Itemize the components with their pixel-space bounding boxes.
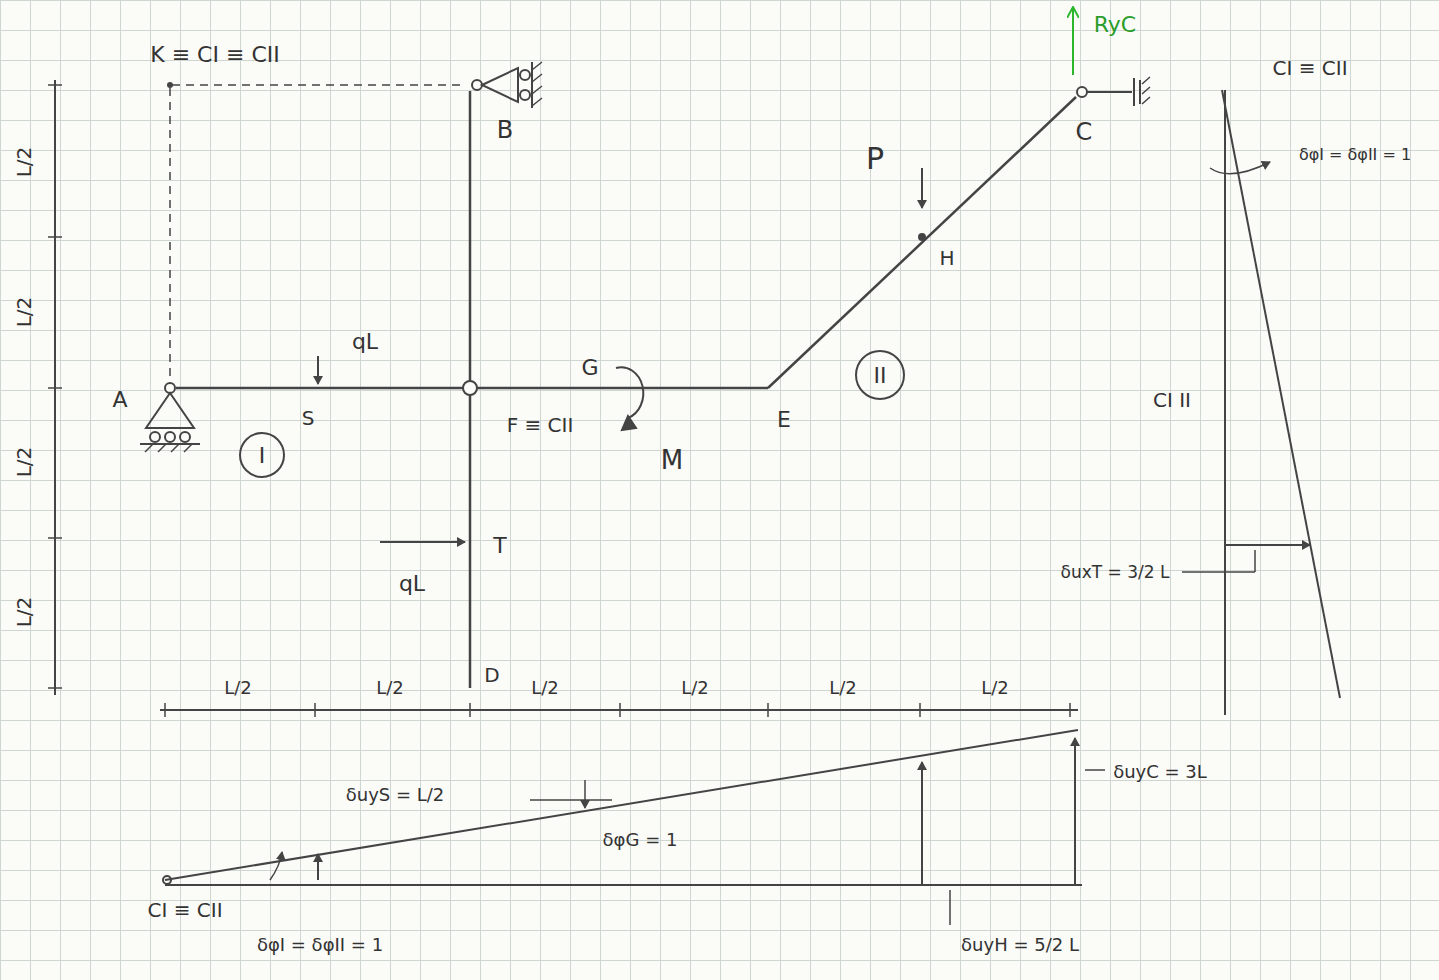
rotation-label: δφI = δφII = 1 — [1299, 146, 1411, 164]
point-label: F ≡ CII — [507, 414, 574, 436]
rotation-label: δφG = 1 — [603, 830, 678, 850]
point-label: H — [939, 247, 954, 269]
center-label: CI ≡ CII — [1272, 57, 1347, 79]
dimension-label: L/2 — [681, 678, 709, 698]
dimension-label: L/2 — [981, 678, 1009, 698]
dimension-label: L/2 — [13, 447, 35, 478]
point-label: D — [484, 664, 499, 686]
load-label: P — [866, 142, 884, 175]
rotation-label: δφI = δφII = 1 — [257, 935, 383, 955]
point-label: K ≡ CI ≡ CII — [150, 43, 279, 67]
dimension-label: L/2 — [13, 147, 35, 178]
dimension-label: L/2 — [829, 678, 857, 698]
displacement-label: δuyC = 3L — [1113, 762, 1207, 782]
body-number: II — [874, 363, 887, 388]
point-label: E — [777, 408, 791, 432]
point-label: C — [1076, 119, 1093, 145]
dimension-label: L/2 — [13, 297, 35, 328]
displacement-label: δuyS = L/2 — [346, 785, 445, 805]
body-number-circle: I — [239, 432, 285, 478]
displacement-label: δuyH = 5/2 L — [961, 935, 1079, 955]
dimension-label: L/2 — [531, 678, 559, 698]
dimension-label: L/2 — [13, 597, 35, 628]
body-number: I — [259, 443, 266, 468]
point-label: B — [497, 117, 513, 143]
load-label: qL — [352, 330, 378, 354]
load-label: qL — [399, 572, 425, 596]
reaction-label: RyC — [1094, 13, 1136, 37]
displacement-label: δuxT = 3/2 L — [1061, 563, 1170, 582]
moment-label: M — [661, 446, 683, 475]
dimension-label: L/2 — [224, 678, 252, 698]
center-label: CI ≡ CII — [147, 899, 222, 921]
center-label: CI II — [1153, 389, 1191, 411]
dimension-label: L/2 — [376, 678, 404, 698]
body-number-circle: II — [855, 350, 905, 400]
point-label: A — [112, 388, 127, 412]
point-label: S — [302, 407, 315, 429]
point-label: G — [581, 356, 598, 380]
point-label: T — [493, 534, 506, 558]
